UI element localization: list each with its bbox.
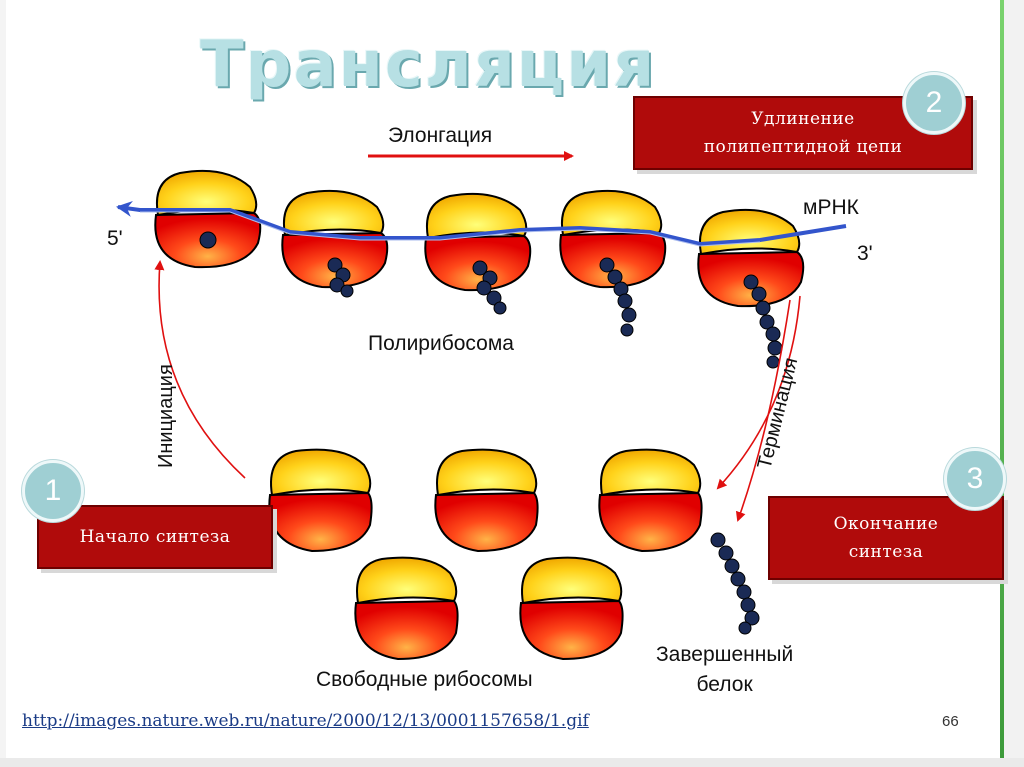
initiation-arrow [154,260,246,479]
slide-bottom-edge [0,758,1024,767]
stage-2-text: Удлинение полипептидной цепи [703,109,903,157]
stage-1-badge: 1 [22,460,84,522]
slide-title: Трансляция [200,28,657,102]
free-ribosomes [268,448,703,661]
mrna-strand-highlight [140,211,761,247]
completed-protein-chain [710,532,760,635]
termination-arrow-secondary [735,299,791,522]
stage-3-badge: 3 [944,448,1006,510]
ribosome [281,189,389,298]
slide-right-margin [1004,0,1024,767]
free-ribosome [519,556,624,661]
stage-3-text: Окончание синтеза [833,514,939,562]
free-ribosome [434,448,539,553]
free-ribosomes-label: Свободные рибосомы [316,668,533,691]
page-number: 66 [942,713,959,730]
stage-2-badge: 2 [903,72,965,134]
polyribosome [154,169,805,369]
slide-accent-stripe [1000,0,1004,767]
free-ribosome [354,556,459,661]
source-link[interactable]: http://images.nature.web.ru/nature/2000/… [22,711,589,731]
mrna-label: мРНК [803,196,859,219]
completed-protein-label: Завершенный белок [656,643,794,696]
ribosome [424,192,532,315]
ribosome [559,189,667,337]
stage-1-box: Начало синтеза [37,505,273,569]
mrna-strand [116,200,847,247]
ribosome [154,169,262,269]
termination-label: Терминация [754,355,803,471]
termination-arrow [716,295,801,490]
stage-1-text: Начало синтеза [79,527,231,547]
elongation-label: Элонгация [388,124,493,147]
three-prime-label: 3' [857,242,873,265]
polyribosome-label: Полирибосома [368,332,514,355]
initiation-label: Инициация [155,364,177,468]
stage-3-box: Окончание синтеза [768,496,1004,580]
translation-diagram: Инициация Терминация [116,151,847,661]
free-ribosome [268,448,373,553]
free-ribosome [598,448,703,553]
slide-left-edge [0,0,6,767]
five-prime-label: 5' [107,227,123,250]
